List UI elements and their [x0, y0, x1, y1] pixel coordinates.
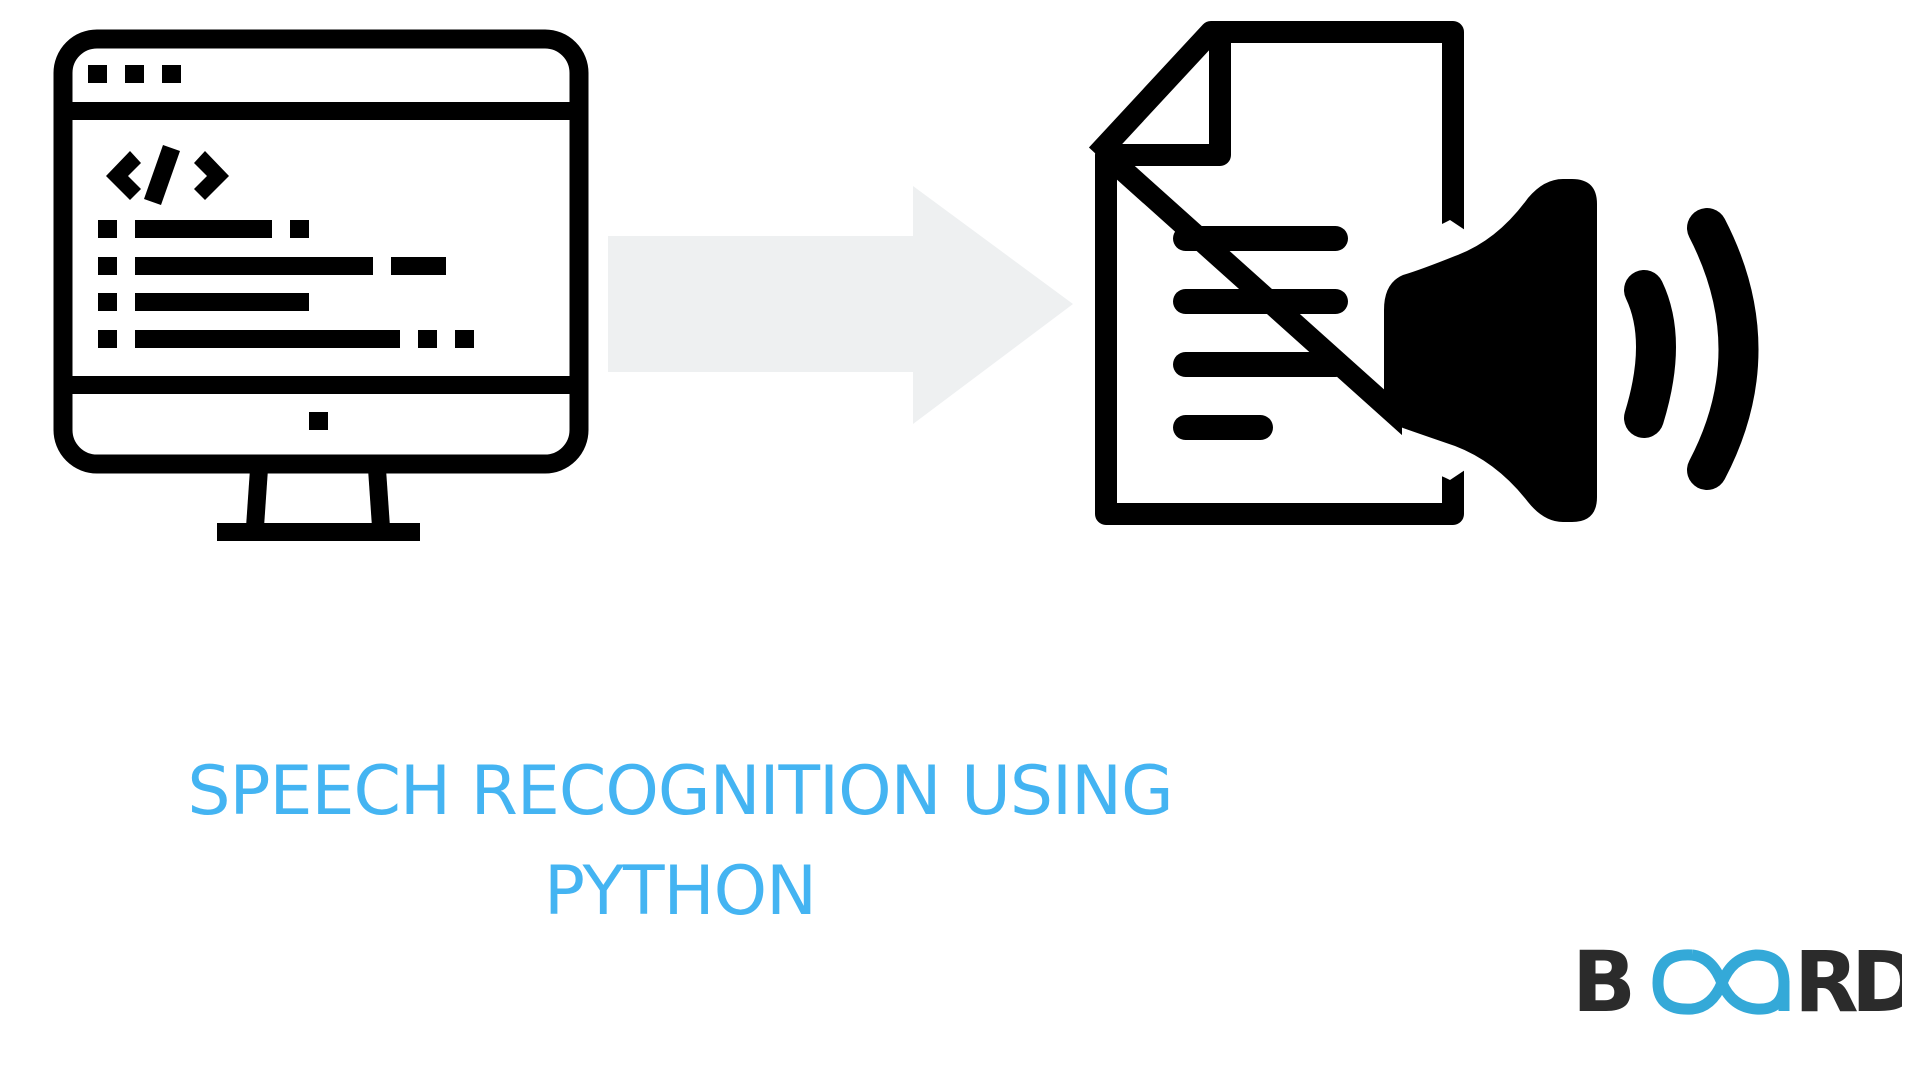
sound-wave-large: [1687, 208, 1759, 490]
page-title: SPEECH RECOGNITION USING PYTHON: [120, 742, 1240, 942]
document-audio-icon: [1088, 21, 1759, 525]
computer-code-icon: [53, 29, 589, 541]
title-line-1: SPEECH RECOGNITION USING: [187, 752, 1173, 831]
logo-letter-b: B: [1572, 945, 1636, 1015]
logo-letter-r: R: [1794, 945, 1859, 1015]
sound-wave-small: [1624, 270, 1676, 438]
speaker-icon: [1384, 179, 1597, 522]
infinity-oa-mark: [1652, 949, 1790, 1015]
title-line-2: PYTHON: [543, 852, 817, 931]
board-logo: B R D: [1572, 945, 1902, 1015]
logo-letter-d: D: [1851, 945, 1902, 1015]
arrow-right-icon: [608, 186, 1073, 424]
